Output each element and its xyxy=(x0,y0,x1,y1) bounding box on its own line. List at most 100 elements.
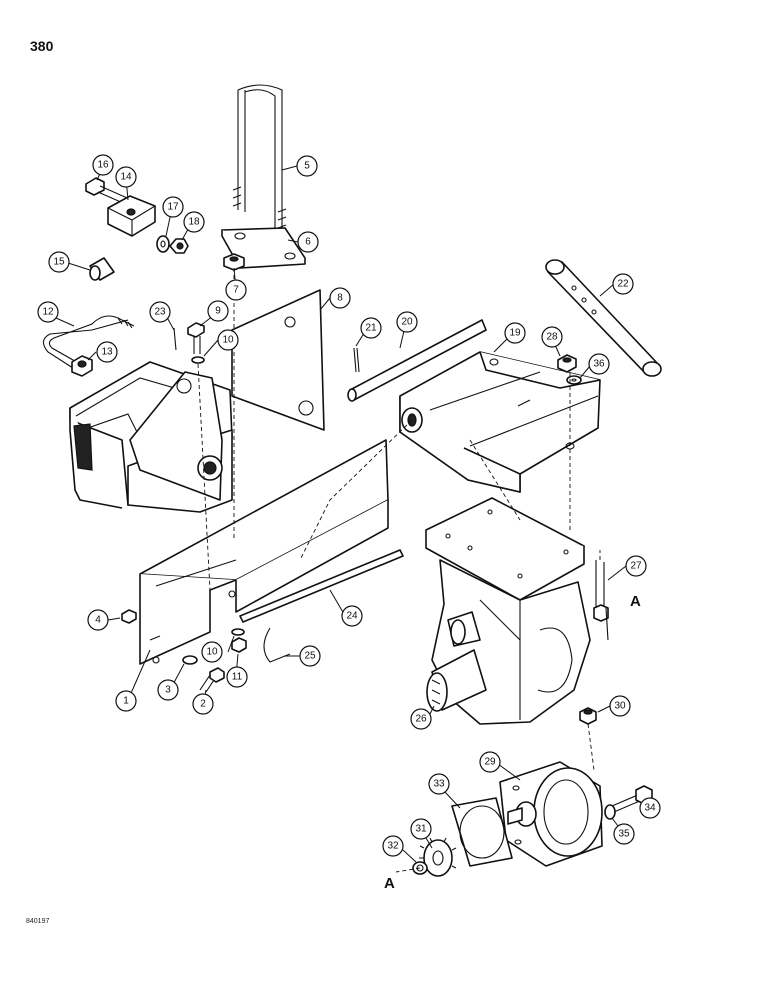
hex-bolt-part xyxy=(199,667,225,693)
lock-nut-part xyxy=(169,238,189,254)
drawing-code: 840197 xyxy=(26,918,50,925)
drive-gear-part xyxy=(419,837,457,877)
washer-lower-part xyxy=(231,628,245,636)
gearbox-part xyxy=(425,497,591,725)
callout-label: 20 xyxy=(401,317,413,328)
spacer-part xyxy=(89,257,115,281)
bracket-frame-part xyxy=(69,289,325,513)
callout-label: 2 xyxy=(200,699,206,710)
reference-letter-a-lower: A xyxy=(384,875,395,892)
callout-22: 22 xyxy=(612,273,634,295)
callout-9: 9 xyxy=(207,300,229,322)
callout-label: 5 xyxy=(304,161,310,172)
u-bolt-nut-part xyxy=(71,355,93,377)
callout-11: 11 xyxy=(226,666,248,688)
cap-screw-part xyxy=(593,560,609,622)
cotter-pin-part xyxy=(173,327,177,351)
callout-label: 8 xyxy=(337,293,343,304)
nut-part xyxy=(223,253,245,271)
mount-bolt-part xyxy=(187,322,205,354)
callout-label: 1 xyxy=(123,696,129,707)
callout-36: 36 xyxy=(588,353,610,375)
callout-27: 27 xyxy=(625,555,647,577)
callout-29: 29 xyxy=(479,751,501,773)
nut-small-part xyxy=(121,609,137,624)
callout-12: 12 xyxy=(37,301,59,323)
washer-upper-part xyxy=(191,356,205,364)
link-nut-part xyxy=(557,354,577,373)
link-washer-part xyxy=(566,375,582,385)
callout-label: 27 xyxy=(630,561,642,572)
callout-8: 8 xyxy=(329,287,351,309)
callout-1: 1 xyxy=(115,690,137,712)
callout-31: 31 xyxy=(410,818,432,840)
callout-10-upper: 10 xyxy=(217,329,239,351)
callout-label: 29 xyxy=(484,757,496,768)
callout-32: 32 xyxy=(382,835,404,857)
washer-part xyxy=(156,235,170,253)
callout-label: 25 xyxy=(304,651,316,662)
callout-label: 24 xyxy=(346,611,358,622)
callout-label: 21 xyxy=(365,323,377,334)
callout-label: 33 xyxy=(433,779,445,790)
link-arm-part xyxy=(545,259,662,377)
callout-10-lower: 10 xyxy=(201,641,223,663)
callout-35: 35 xyxy=(613,823,635,845)
callout-label: 7 xyxy=(233,285,239,296)
callout-label: 26 xyxy=(415,714,427,725)
callout-24: 24 xyxy=(341,605,363,627)
callout-label: 6 xyxy=(305,237,311,248)
callout-16: 16 xyxy=(92,154,114,176)
callout-label: 3 xyxy=(165,685,171,696)
callout-label: 4 xyxy=(95,615,101,626)
callout-label: 30 xyxy=(614,701,626,712)
callout-label: 32 xyxy=(387,841,399,852)
lock-nut-lower-part xyxy=(231,637,247,653)
callout-label: 10 xyxy=(222,335,234,346)
drain-plug-part xyxy=(579,707,597,725)
callout-label: 16 xyxy=(97,160,109,171)
callout-label: 9 xyxy=(215,306,221,317)
callout-4: 4 xyxy=(87,609,109,631)
callout-25: 25 xyxy=(299,645,321,667)
callout-34: 34 xyxy=(639,797,661,819)
callout-2: 2 xyxy=(192,693,214,715)
callout-label: 23 xyxy=(154,307,166,318)
mounting-frame-part xyxy=(399,351,601,493)
callout-18: 18 xyxy=(183,211,205,233)
callout-23: 23 xyxy=(149,301,171,323)
long-rod-part xyxy=(239,549,404,623)
callout-14: 14 xyxy=(115,166,137,188)
snap-ring-part xyxy=(412,861,428,875)
callout-label: 12 xyxy=(42,307,54,318)
reference-letter-a-upper: A xyxy=(630,593,641,610)
callout-label: 11 xyxy=(232,672,243,683)
lower-shield-part xyxy=(139,439,389,665)
small-u-bolt-part xyxy=(42,315,135,371)
callout-label: 10 xyxy=(206,647,218,658)
callout-label: 28 xyxy=(546,332,558,343)
u-bolt-part xyxy=(232,84,287,236)
callout-3: 3 xyxy=(157,679,179,701)
callout-label: 34 xyxy=(644,803,656,814)
callout-30: 30 xyxy=(609,695,631,717)
callout-19: 19 xyxy=(504,322,526,344)
hydraulic-pump-part xyxy=(499,761,603,867)
pump-washer-part xyxy=(604,804,616,820)
callout-label: 14 xyxy=(120,172,132,183)
callout-label: 22 xyxy=(617,279,629,290)
callout-6: 6 xyxy=(297,231,319,253)
roll-pin-part xyxy=(353,347,360,373)
callout-26: 26 xyxy=(410,708,432,730)
pivot-shaft-part xyxy=(347,319,487,402)
hitch-pin-part xyxy=(263,627,291,663)
block-part xyxy=(107,195,156,237)
callout-label: 35 xyxy=(618,829,630,840)
callout-5: 5 xyxy=(296,155,318,177)
page-number: 380 xyxy=(30,38,54,54)
callout-label: 19 xyxy=(509,328,521,339)
gasket-part xyxy=(451,797,513,867)
callout-21: 21 xyxy=(360,317,382,339)
callout-7: 7 xyxy=(225,279,247,301)
